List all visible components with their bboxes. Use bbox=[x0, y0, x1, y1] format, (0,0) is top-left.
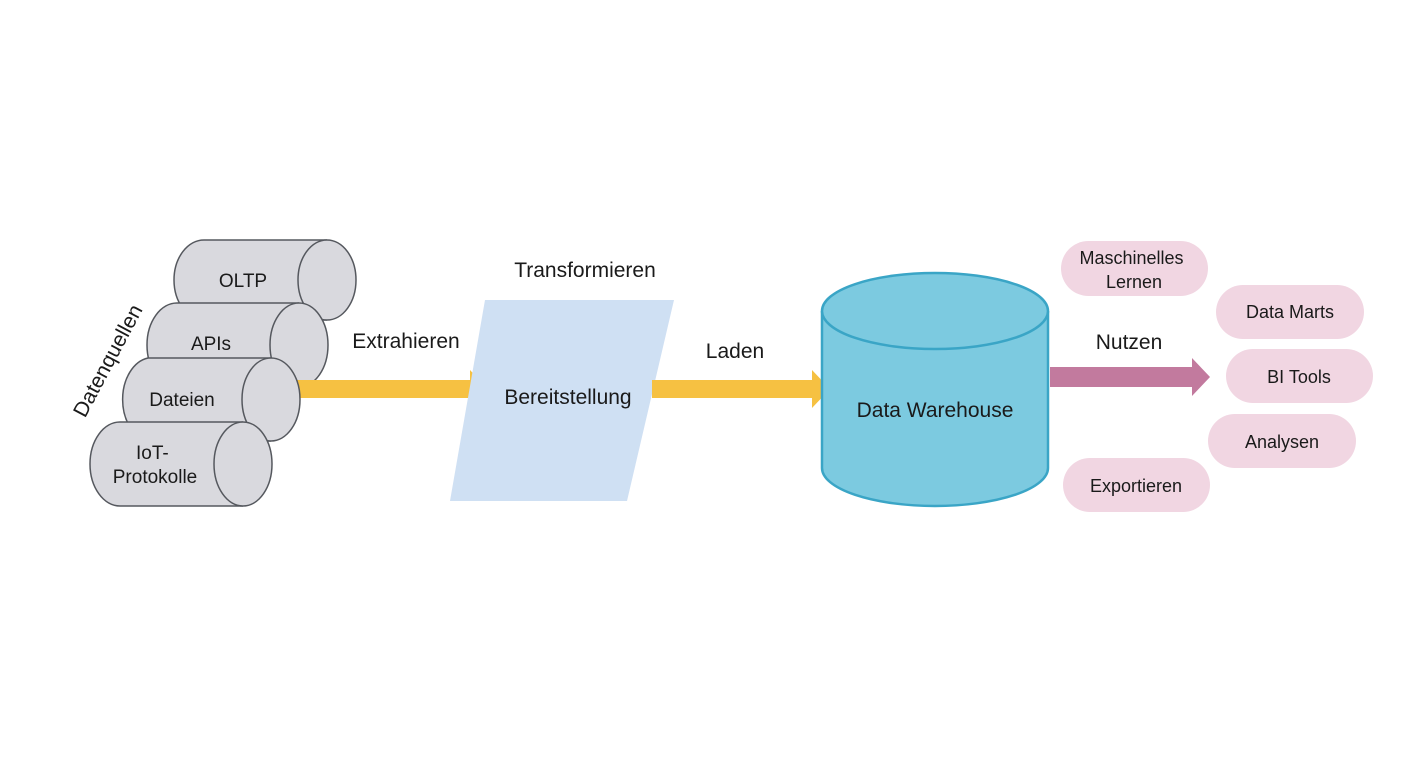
source-label-line: Protokolle bbox=[113, 467, 198, 488]
consumer-label: BI Tools bbox=[1267, 367, 1331, 387]
arrow-shape bbox=[652, 370, 830, 408]
data-warehouse: Data Warehouse bbox=[820, 271, 1050, 508]
consumer-label: Analysen bbox=[1245, 432, 1319, 452]
pill-shape bbox=[1226, 349, 1373, 403]
source-label: OLTP bbox=[219, 271, 267, 292]
consumer-data-marts: Data Marts bbox=[1216, 285, 1364, 339]
staging-area: Bereitstellung bbox=[450, 300, 674, 501]
load-arrow bbox=[652, 370, 830, 408]
load-label: Laden bbox=[706, 340, 764, 363]
consumer-label: Data Marts bbox=[1246, 302, 1334, 322]
source-label-line: IoT- bbox=[136, 443, 169, 464]
transform-label: Transformieren bbox=[514, 259, 656, 282]
arrow-shape bbox=[290, 370, 488, 408]
arrow-shape bbox=[1050, 358, 1210, 396]
consumer-exportieren: Exportieren bbox=[1063, 458, 1210, 512]
pill-shape bbox=[1216, 285, 1364, 339]
source-label: IoT- Protokolle bbox=[113, 443, 198, 488]
consumer-analysen: Analysen bbox=[1208, 414, 1356, 468]
warehouse-top bbox=[820, 271, 1050, 351]
source-iot: IoT- Protokolle bbox=[89, 421, 273, 507]
source-label: Dateien bbox=[149, 390, 215, 411]
source-label: APIs bbox=[191, 334, 231, 355]
cylinder-end bbox=[297, 239, 357, 321]
consumer-bi-tools: BI Tools bbox=[1226, 349, 1373, 403]
extract-arrow bbox=[290, 370, 488, 408]
cylinder-end bbox=[213, 421, 273, 507]
staging-label: Bereitstellung bbox=[504, 386, 631, 409]
extract-label: Extrahieren bbox=[352, 330, 459, 353]
pill-shape bbox=[1061, 241, 1208, 296]
cylinder-body bbox=[89, 421, 243, 507]
warehouse-label: Data Warehouse bbox=[857, 399, 1014, 422]
use-arrow bbox=[1050, 358, 1210, 396]
consumer-machine-learning: Maschinelles Lernen bbox=[1061, 241, 1208, 296]
source-oltp: OLTP bbox=[173, 239, 357, 321]
warehouse-body bbox=[820, 311, 1050, 508]
pill-shape bbox=[1208, 414, 1356, 468]
consumer-label: Exportieren bbox=[1090, 476, 1182, 496]
pill-shape bbox=[1063, 458, 1210, 512]
use-label: Nutzen bbox=[1096, 331, 1163, 354]
consumer-label: Maschinelles Lernen bbox=[1079, 248, 1188, 292]
consumer-label-line: Lernen bbox=[1106, 272, 1162, 292]
staging-shape bbox=[450, 300, 674, 501]
consumer-label-line: Maschinelles bbox=[1079, 248, 1183, 268]
cylinder-end bbox=[241, 357, 301, 442]
